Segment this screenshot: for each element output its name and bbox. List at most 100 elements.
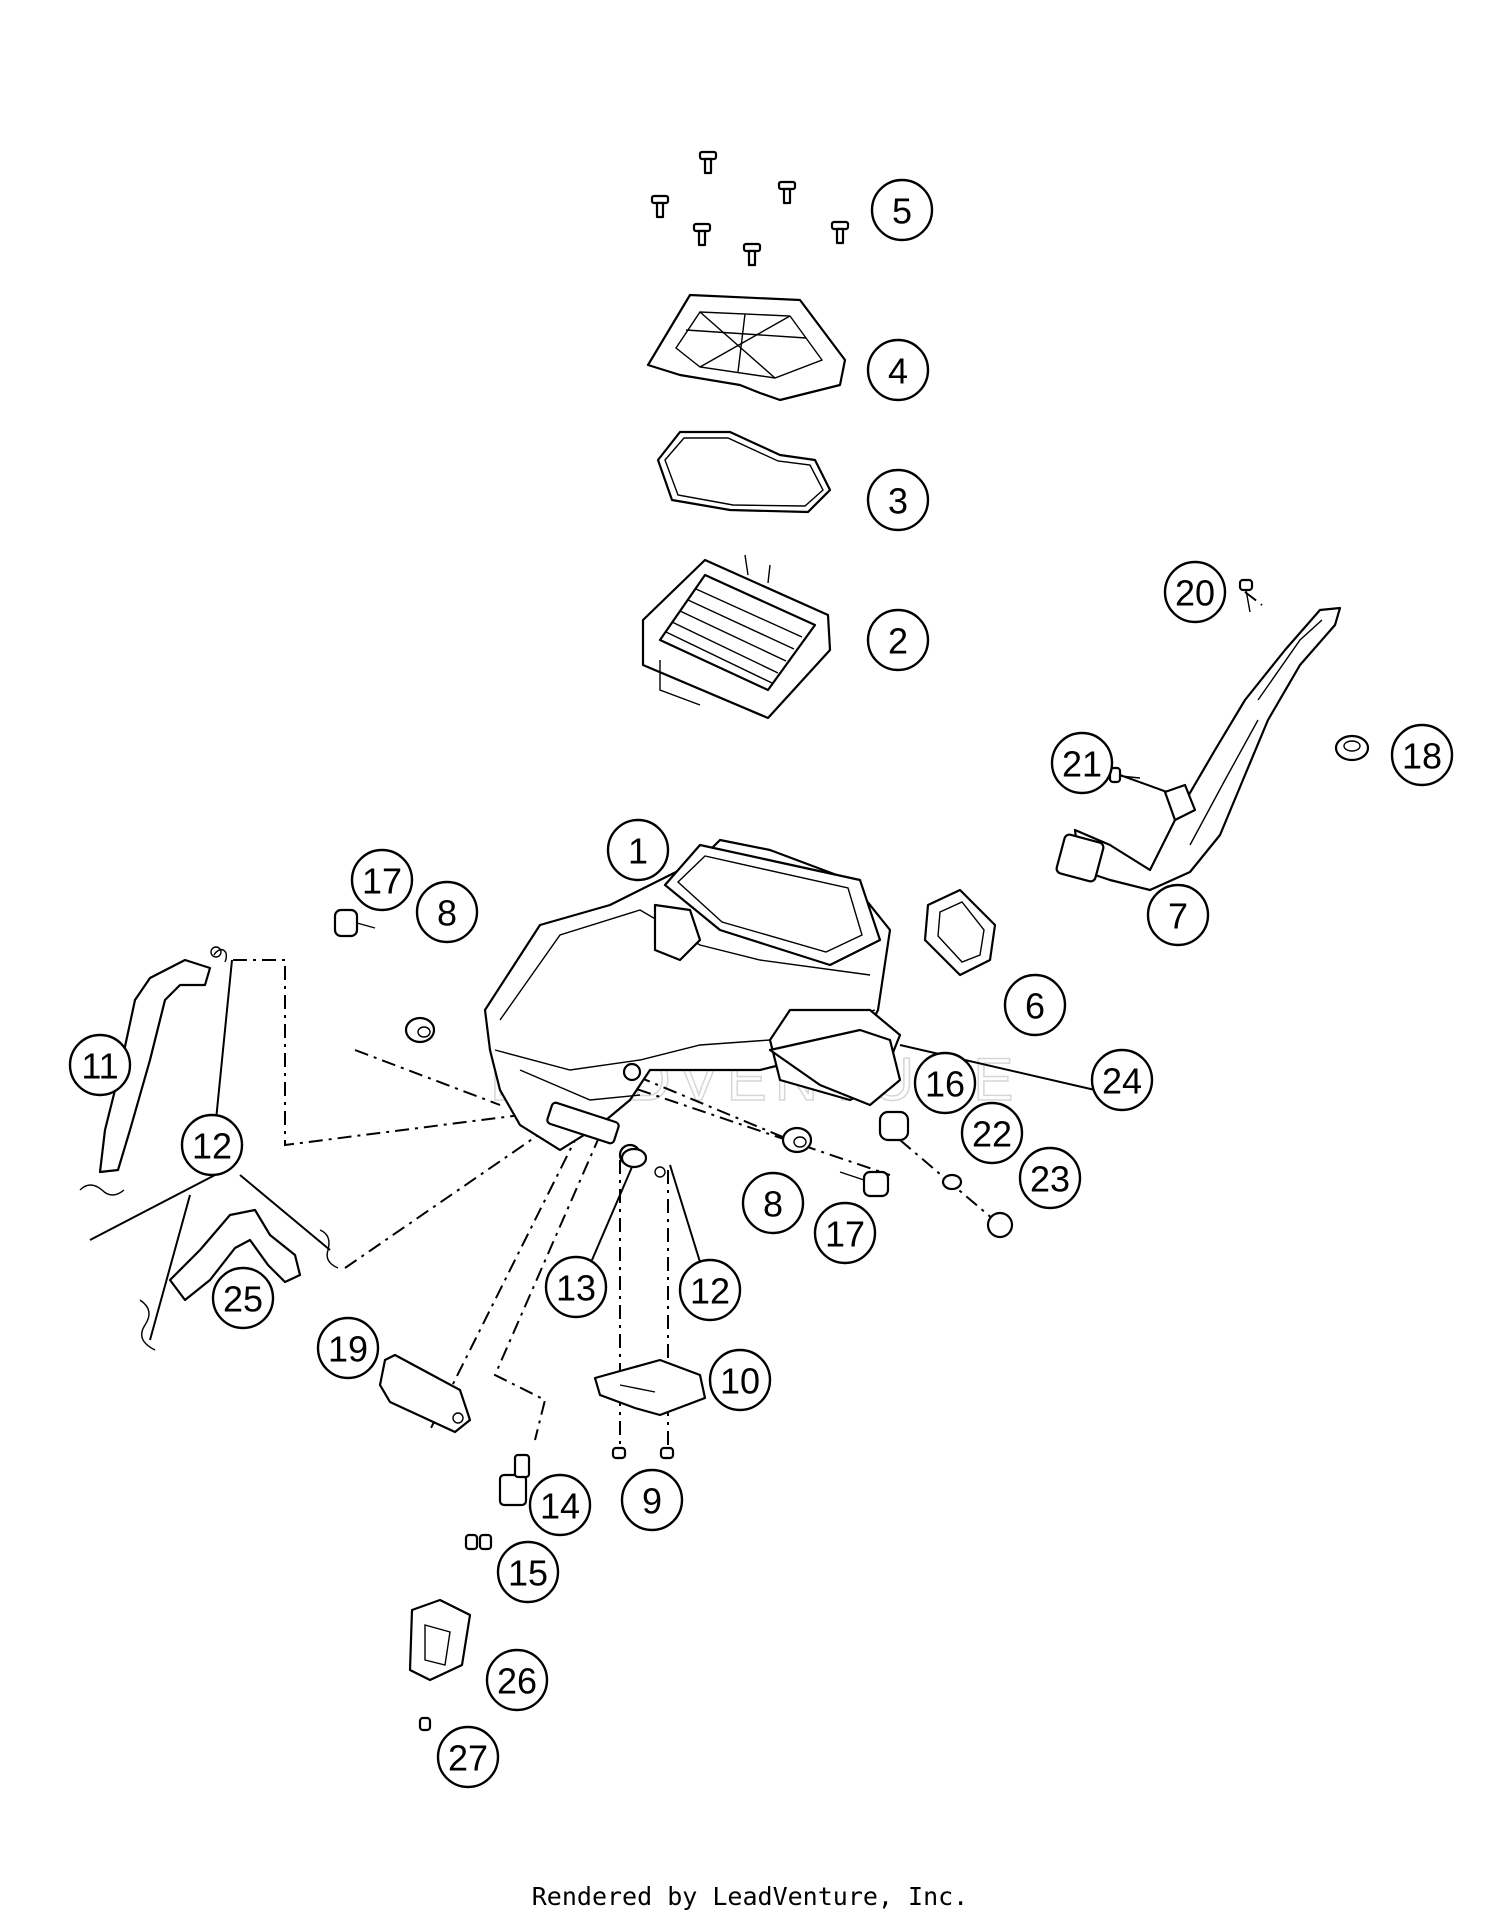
- callout-circle: [415, 880, 479, 944]
- callout-number: 4: [888, 351, 908, 392]
- callout-c12b: 12: [678, 1258, 742, 1322]
- grommet-part-18: [1334, 734, 1370, 762]
- screws-part-15: [464, 1533, 493, 1551]
- callout-c1: 1: [606, 818, 670, 882]
- callout-c11: 11: [68, 1033, 132, 1097]
- callout-number: 20: [1175, 573, 1215, 614]
- callout-number: 14: [540, 1486, 580, 1527]
- callout-c25: 25: [211, 1266, 275, 1330]
- callout-c17a: 17: [350, 848, 414, 912]
- callout-c4: 4: [866, 338, 930, 402]
- callout-number: 17: [825, 1214, 865, 1255]
- callout-number: 12: [192, 1126, 232, 1167]
- callout-circle: [960, 1101, 1024, 1165]
- callout-circle: [866, 468, 930, 532]
- callout-number: 16: [925, 1064, 965, 1105]
- callout-c26: 26: [485, 1648, 549, 1712]
- gasket-part-3: [656, 430, 832, 514]
- fitting-part-13: [620, 1147, 648, 1169]
- callout-number: 26: [497, 1661, 537, 1702]
- callout-circle: [1018, 1146, 1082, 1210]
- bolt-part-17-right: [839, 1170, 890, 1198]
- callout-c24: 24: [1090, 1048, 1154, 1112]
- hose-part-25: [168, 1208, 302, 1302]
- callout-circle: [866, 338, 930, 402]
- callout-c8a: 8: [415, 880, 479, 944]
- leader-lines: [89, 591, 1263, 1445]
- flap-part-19: [378, 1353, 472, 1434]
- callout-circle: [913, 1051, 977, 1115]
- callout-c5: 5: [870, 178, 934, 242]
- callout-circle: [350, 848, 414, 912]
- washer-part-22: [941, 1173, 963, 1191]
- callout-circle: [180, 1113, 244, 1177]
- clips-part-12: [79, 1166, 666, 1351]
- callout-circle: [485, 1648, 549, 1712]
- filter-cover-part-4: [646, 293, 847, 402]
- callout-c19: 19: [316, 1316, 380, 1380]
- callout-number: 23: [1030, 1159, 1070, 1200]
- callout-number: 21: [1062, 744, 1102, 785]
- callout-circle: [1050, 731, 1114, 795]
- callout-number: 17: [362, 861, 402, 902]
- callout-circle: [316, 1316, 380, 1380]
- bolt-part-17-left: [333, 908, 376, 938]
- callout-number: 22: [972, 1114, 1012, 1155]
- callout-number: 7: [1168, 896, 1188, 937]
- callout-number: 10: [720, 1361, 760, 1402]
- callout-c13: 13: [544, 1255, 608, 1319]
- callout-number: 3: [888, 481, 908, 522]
- callout-c15: 15: [496, 1540, 560, 1604]
- callout-c22: 22: [960, 1101, 1024, 1165]
- callout-number: 5: [892, 191, 912, 232]
- callout-number: 6: [1025, 986, 1045, 1027]
- callout-circle: [528, 1473, 592, 1537]
- callout-c8b: 8: [741, 1171, 805, 1235]
- callout-circle: [68, 1033, 132, 1097]
- seal-part-6: [923, 888, 997, 977]
- callout-circle: [1003, 973, 1067, 1037]
- callout-number: 24: [1102, 1061, 1142, 1102]
- grommet-part-8-right: [781, 1126, 813, 1154]
- callout-circle: [620, 1468, 684, 1532]
- callout-circle: [813, 1201, 877, 1265]
- deflector-part-24: [768, 1028, 902, 1107]
- screws-part-9: [611, 1446, 675, 1460]
- callout-c3: 3: [866, 468, 930, 532]
- callout-circle: [1146, 883, 1210, 947]
- callout-number: 11: [81, 1046, 118, 1087]
- callout-circle: [606, 818, 670, 882]
- credit-text: Rendered by LeadVenture, Inc.: [531, 1882, 969, 1911]
- callout-number: 8: [437, 893, 457, 934]
- callout-circle: [741, 1171, 805, 1235]
- callout-number: 25: [223, 1279, 263, 1320]
- callout-number: 15: [508, 1553, 548, 1594]
- callout-circle: [1390, 723, 1454, 787]
- callout-c14: 14: [528, 1473, 592, 1537]
- callout-circle: [496, 1540, 560, 1604]
- nut-part-23: [986, 1211, 1014, 1239]
- callout-c7: 7: [1146, 883, 1210, 947]
- callout-circle: [678, 1258, 742, 1322]
- callout-number: 1: [628, 831, 648, 872]
- callout-number: 12: [690, 1271, 730, 1312]
- intake-duct-part-7: [1055, 606, 1342, 892]
- callout-c6: 6: [1003, 973, 1067, 1037]
- callout-circle: [870, 178, 934, 242]
- callout-number: 8: [763, 1184, 783, 1225]
- callout-c21: 21: [1050, 731, 1114, 795]
- grommet-part-8-left: [404, 1016, 436, 1044]
- callout-number: 13: [556, 1268, 596, 1309]
- callout-circle: [436, 1725, 500, 1789]
- callout-c16: 16: [913, 1051, 977, 1115]
- callout-circle: [211, 1266, 275, 1330]
- callout-c10: 10: [708, 1348, 772, 1412]
- callout-number: 18: [1402, 736, 1442, 777]
- screws-part-5: [650, 150, 850, 267]
- callout-c20: 20: [1163, 560, 1227, 624]
- callout-circle: [1090, 1048, 1154, 1112]
- callout-c17b: 17: [813, 1201, 877, 1265]
- screw-part-20: [1238, 578, 1254, 613]
